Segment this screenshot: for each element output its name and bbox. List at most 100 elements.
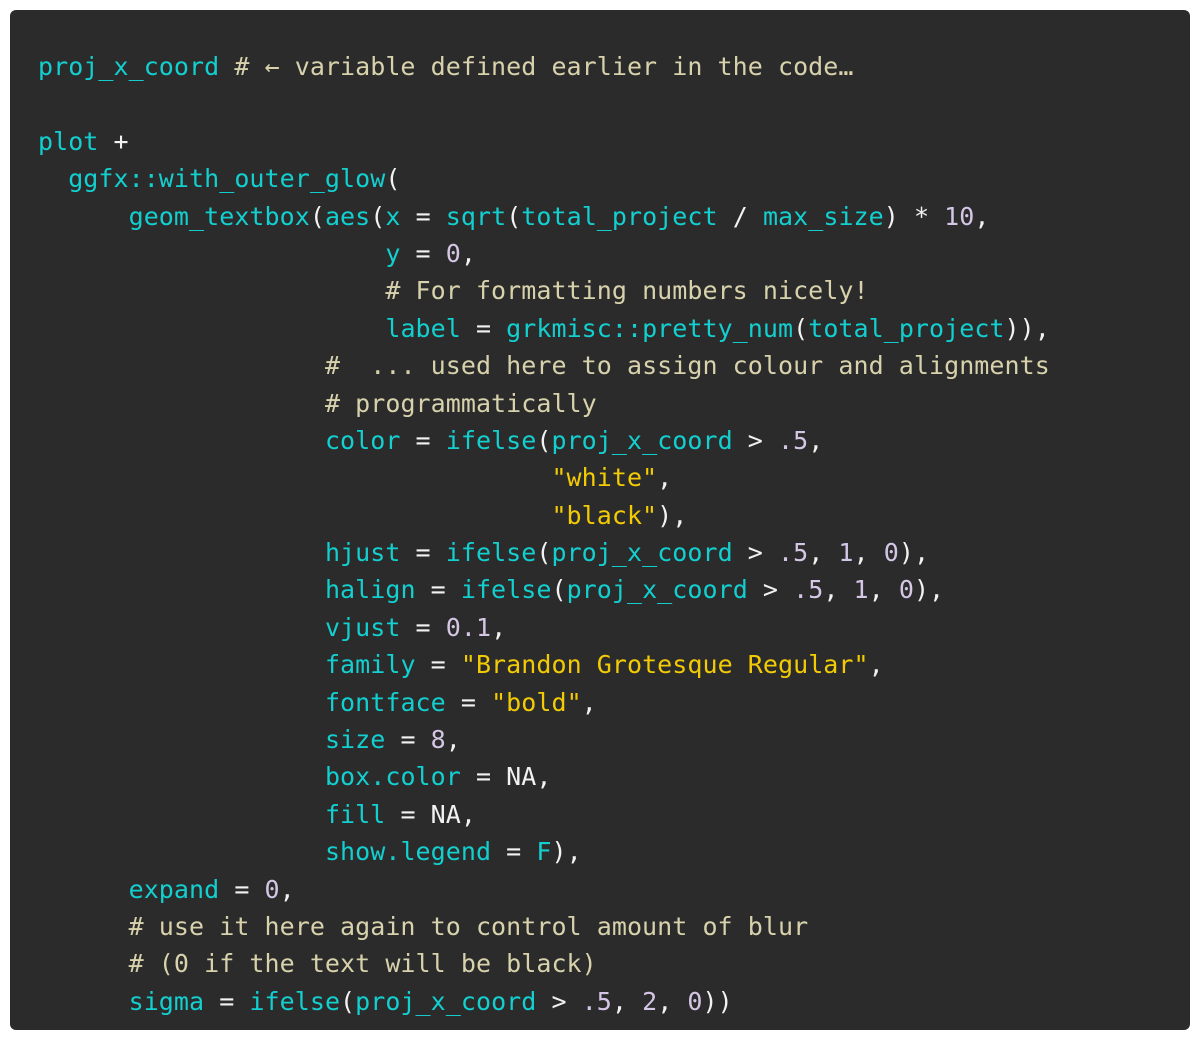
code-identifier: sqrt <box>445 201 507 231</box>
code-comment: # ← variable defined earlier in the code… <box>219 52 854 81</box>
code-identifier: grkmisc::pretty_num <box>506 313 794 343</box>
code-operator: = <box>400 238 446 268</box>
code-operator: , <box>808 425 824 455</box>
code-operator: = <box>204 986 250 1016</box>
code-identifier: plot <box>38 126 99 156</box>
code-indent <box>38 538 325 567</box>
code-number: 0 <box>687 986 703 1016</box>
code-operator: )), <box>1004 313 1050 343</box>
code-number: 0 <box>264 874 280 904</box>
code-operator: ), <box>913 575 945 605</box>
code-operator: ( <box>340 986 356 1016</box>
code-operator: = <box>219 874 265 904</box>
code-number: 0 <box>445 238 461 268</box>
code-operator: , <box>657 463 673 493</box>
code-line: geom_textbox(aes(x = sqrt(total_project … <box>38 198 1190 235</box>
code-indent <box>38 314 385 343</box>
code-line: expand = 0, <box>38 871 1190 908</box>
code-identifier: proj_x_coord <box>355 986 537 1016</box>
code-comment: # (0 if the text will be black) <box>128 949 597 979</box>
code-identifier: ggfx::with_outer_glow <box>68 164 386 194</box>
code-operator: ( <box>536 425 552 455</box>
code-line: y = 0, <box>38 235 1190 272</box>
code-operator: , <box>823 575 854 605</box>
code-line: hjust = ifelse(proj_x_coord > .5, 1, 0), <box>38 534 1190 571</box>
code-indent <box>38 389 325 418</box>
code-identifier: expand <box>128 874 220 904</box>
code-operator: ( <box>370 201 386 231</box>
code-identifier: family <box>324 650 416 680</box>
code-indent <box>38 987 129 1016</box>
code-indent <box>38 239 385 268</box>
code-indent <box>38 688 325 717</box>
code-line: plot + <box>38 123 1190 160</box>
code-operator: , <box>657 986 688 1016</box>
code-string: "black" <box>551 500 658 530</box>
code-line: # programmatically <box>38 385 1190 422</box>
code-string: "bold" <box>491 687 582 717</box>
code-operator: ( <box>551 575 567 605</box>
code-operator: = NA, <box>385 799 476 829</box>
code-operator: = <box>400 425 446 455</box>
code-operator: = <box>400 538 446 568</box>
code-number: 8 <box>430 725 446 755</box>
code-operator: > <box>732 538 779 568</box>
code-identifier: size <box>324 725 386 755</box>
code-indent <box>38 800 325 829</box>
code-identifier: proj_x_coord <box>38 52 220 81</box>
code-line: fontface = "bold", <box>38 684 1190 721</box>
code-line: # use it here again to control amount of… <box>38 908 1190 945</box>
code-indent <box>38 613 325 642</box>
code-operator: ( <box>385 164 401 194</box>
code-comment: # use it here again to control amount of… <box>128 911 809 941</box>
code-indent <box>38 501 551 530</box>
code-operator: , <box>611 986 643 1016</box>
code-snippet-window: proj_x_coord # ← variable defined earlie… <box>10 10 1190 1030</box>
code-operator: , <box>974 201 990 231</box>
code-operator: / <box>717 201 763 231</box>
code-number: 10 <box>944 201 975 231</box>
code-number: 1 <box>838 538 854 568</box>
code-operator: , <box>581 687 597 717</box>
code-line: # For formatting numbers nicely! <box>38 272 1190 309</box>
code-number: .5 <box>778 425 809 455</box>
code-operator: > <box>747 575 794 605</box>
code-operator: = <box>400 201 446 231</box>
code-operator: , <box>853 538 884 568</box>
code-identifier: proj_x_coord <box>551 538 733 568</box>
code-operator: , <box>868 650 884 680</box>
code-operator: ( <box>309 201 325 231</box>
code-operator: ), <box>657 500 688 530</box>
code-operator: ( <box>506 201 522 231</box>
code-block: proj_x_coord # ← variable defined earlie… <box>38 48 1190 1020</box>
code-indent <box>38 912 129 941</box>
code-comment: # For formatting numbers nicely! <box>385 276 869 306</box>
code-number: 1 <box>853 575 869 605</box>
code-identifier: halign <box>324 575 416 605</box>
code-indent <box>38 426 325 455</box>
code-number: .5 <box>581 986 612 1016</box>
code-indent <box>38 276 385 305</box>
code-identifier: hjust <box>324 538 401 568</box>
code-operator: = <box>415 650 461 680</box>
code-line: proj_x_coord # ← variable defined earlie… <box>38 48 1190 85</box>
code-indent <box>38 202 129 231</box>
code-operator: = <box>400 612 446 642</box>
code-line: size = 8, <box>38 721 1190 758</box>
code-identifier: box.color <box>324 762 461 792</box>
code-line: # (0 if the text will be black) <box>38 945 1190 982</box>
code-operator: > <box>732 425 779 455</box>
code-operator: ) * <box>883 201 945 231</box>
code-identifier: geom_textbox <box>128 201 310 231</box>
code-identifier: ifelse <box>460 575 552 605</box>
code-identifier: F <box>536 837 552 867</box>
code-indent <box>38 351 325 380</box>
code-line: family = "Brandon Grotesque Regular", <box>38 646 1190 683</box>
code-line: label = grkmisc::pretty_num(total_projec… <box>38 310 1190 347</box>
code-line: ggfx::with_outer_glow( <box>38 160 1190 197</box>
code-identifier: ifelse <box>249 986 341 1016</box>
code-identifier: max_size <box>762 201 884 231</box>
code-line: color = ifelse(proj_x_coord > .5, <box>38 422 1190 459</box>
code-operator: = <box>415 575 461 605</box>
code-operator: )) <box>702 986 733 1016</box>
